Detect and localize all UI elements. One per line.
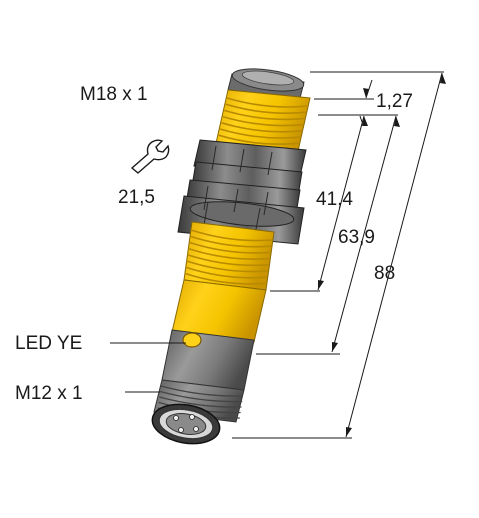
thread-ridge	[223, 109, 306, 121]
thread-ridge	[185, 266, 267, 279]
upper-thread	[213, 89, 311, 164]
thread-ridge	[188, 241, 271, 254]
thread-ridge	[190, 229, 273, 242]
dimension-63-9: 63,9	[338, 227, 375, 248]
dimension-41-4: 41,4	[316, 189, 353, 210]
thread-ridge	[221, 122, 303, 133]
thread-ridge	[218, 134, 300, 145]
thread-ridge	[184, 272, 266, 285]
wrench-icon	[130, 139, 170, 174]
thread-ridge	[188, 247, 270, 260]
label-leaders	[110, 342, 186, 393]
connector-pins	[173, 414, 199, 433]
dimension-lines	[232, 71, 444, 439]
thread-ridge	[189, 235, 272, 248]
thread-ridge	[225, 103, 307, 114]
thread-ridge	[159, 396, 242, 408]
thread-bottom-label: M12 x 1	[15, 383, 83, 404]
thread-ridge	[222, 115, 304, 127]
thread-ridge	[160, 385, 244, 397]
thread-ridge	[219, 128, 302, 139]
dimension-1-27: 1,27	[376, 91, 413, 112]
thread-ridge	[160, 390, 243, 403]
thread-ridge	[226, 97, 309, 108]
dimension-arrowheads	[318, 73, 446, 437]
led-label: LED YE	[15, 333, 82, 354]
led-indicator-icon	[182, 332, 202, 348]
thread-ridge	[186, 260, 268, 273]
lower-thread	[183, 221, 275, 291]
thread-ridge	[187, 254, 269, 267]
gray-housing	[161, 329, 255, 391]
dimension-88: 88	[374, 263, 395, 284]
m12-connector	[151, 379, 245, 445]
sensor-body	[151, 68, 311, 445]
wrench-size-label: 21,5	[118, 187, 155, 208]
thread-top-label: M18 x 1	[80, 84, 148, 105]
